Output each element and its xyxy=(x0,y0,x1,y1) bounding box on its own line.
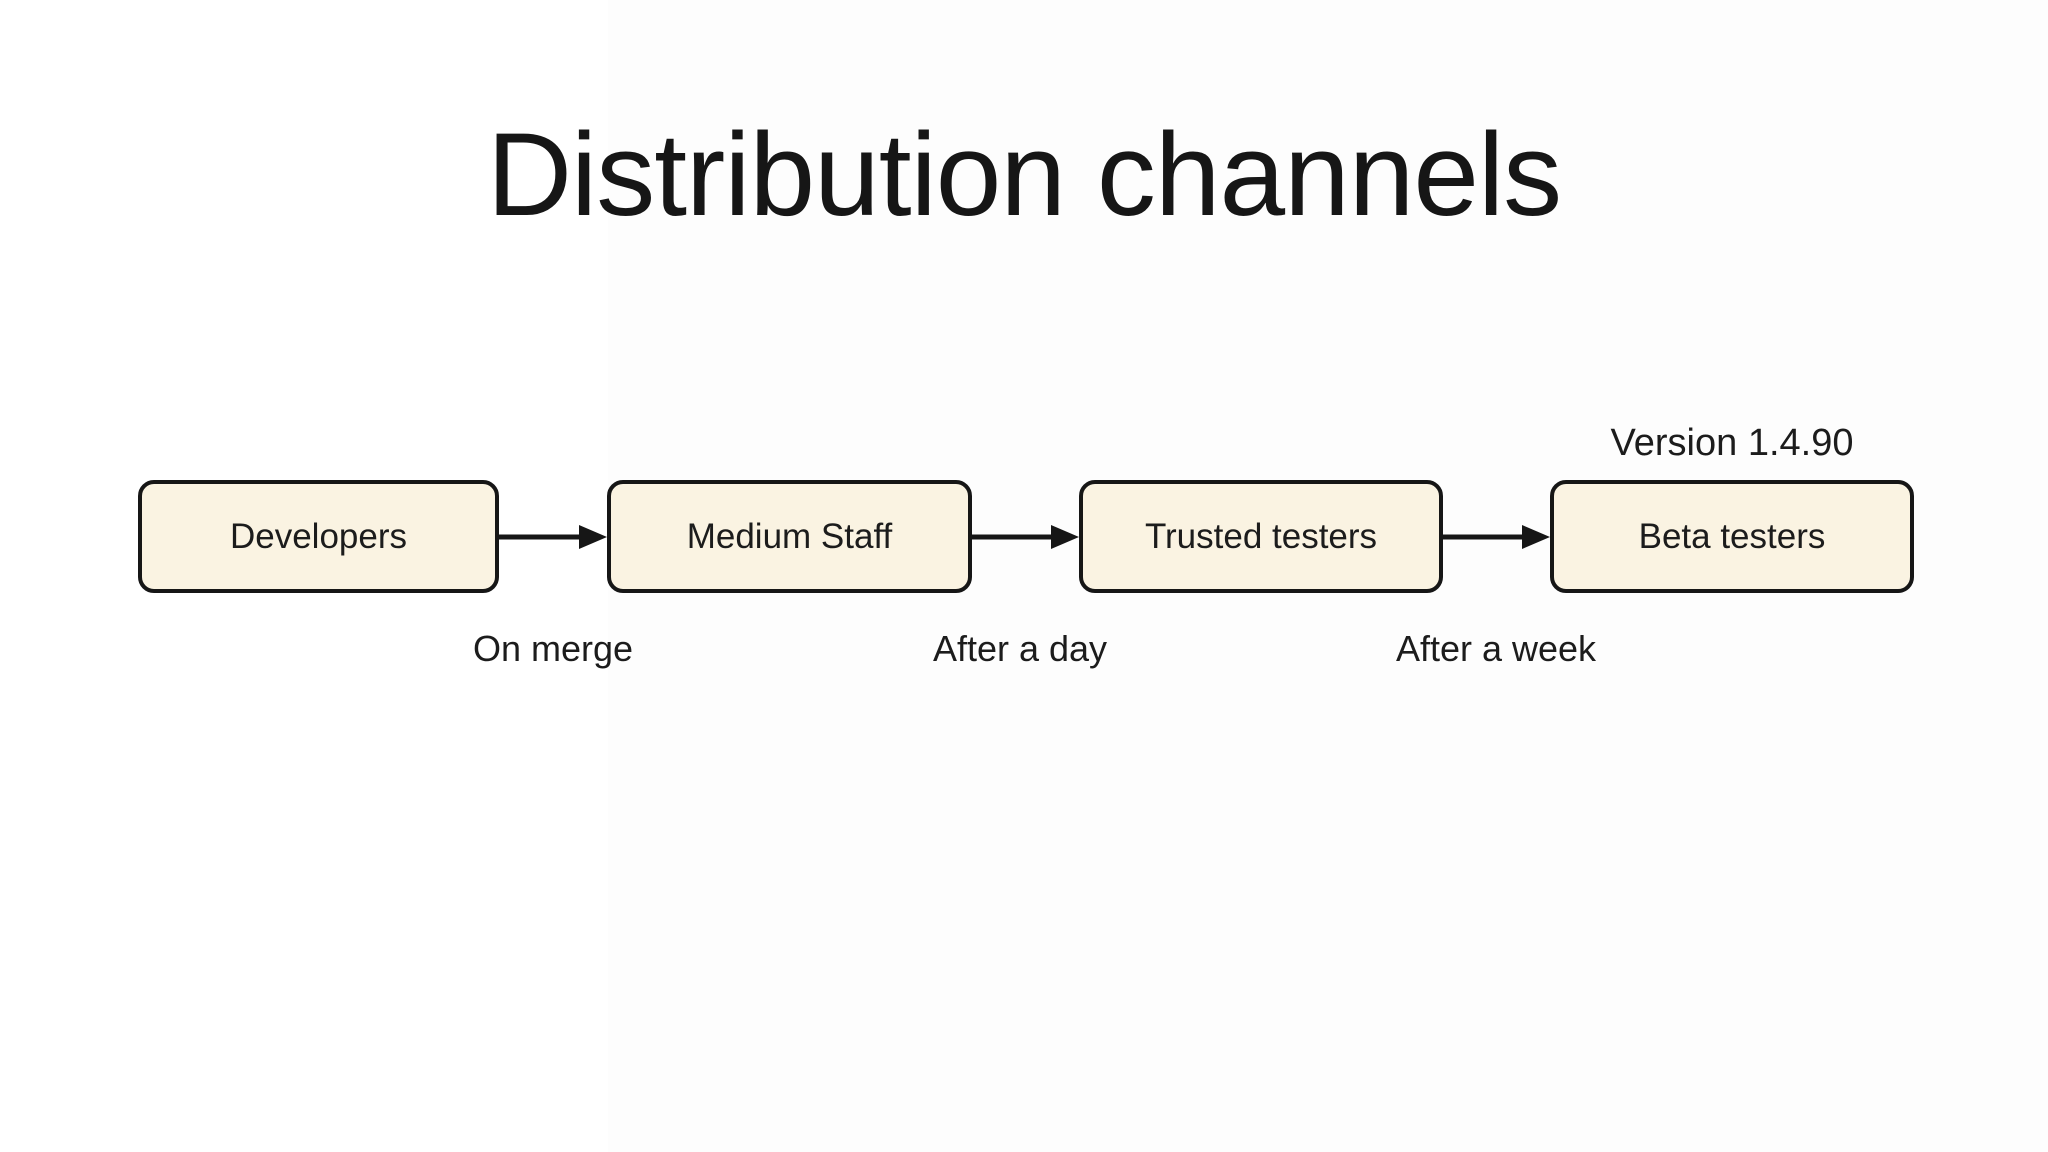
version-label: Version 1.4.90 xyxy=(1610,422,1854,464)
node-beta-testers-label: Beta testers xyxy=(1638,516,1826,556)
node-trusted-testers-label: Trusted testers xyxy=(1144,516,1378,556)
node-trusted-testers: Trusted testers xyxy=(1079,480,1443,593)
edge-label-after-a-day: After a day xyxy=(932,628,1108,669)
node-developers: Developers xyxy=(138,480,499,593)
edge-label-on-merge: On merge xyxy=(472,628,634,669)
arrow-right-icon xyxy=(499,525,607,549)
node-developers-label: Developers xyxy=(229,516,408,556)
node-medium-staff: Medium Staff xyxy=(607,480,972,593)
arrow-right-icon xyxy=(1443,525,1550,549)
slide-title: Distribution channels xyxy=(486,109,1562,241)
node-beta-testers: Beta testers xyxy=(1550,480,1914,593)
arrow-right-icon xyxy=(972,525,1079,549)
node-medium-staff-label: Medium Staff xyxy=(686,516,893,556)
edge-label-after-a-week: After a week xyxy=(1395,628,1597,669)
